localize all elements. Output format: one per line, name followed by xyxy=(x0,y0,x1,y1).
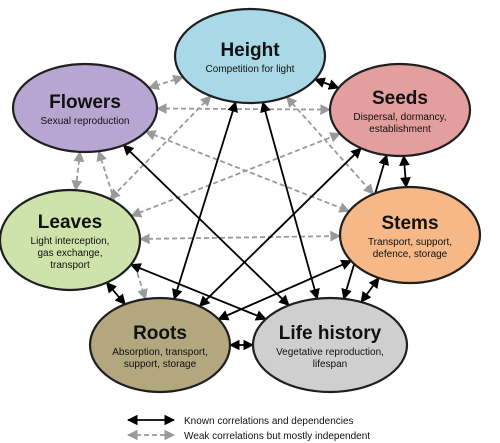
node-height-desc-line: Competition for light xyxy=(206,64,295,75)
node-lifehistory-ellipse xyxy=(251,296,409,394)
weak-link-flowers-stems xyxy=(144,130,351,213)
node-roots-title: Roots xyxy=(133,323,187,344)
weak-link-leaves-seeds xyxy=(130,132,342,218)
weak-link-leaves-stems xyxy=(138,230,342,245)
known-link-height-seeds xyxy=(313,77,340,90)
weak-link-flowers-leaves xyxy=(71,150,85,192)
node-seeds-desc-line: Dispersal, dormancy, xyxy=(353,112,446,123)
node-flowers-desc-line: Sexual reproduction xyxy=(41,116,130,127)
known-link-seeds-stems xyxy=(399,154,411,189)
node-lifehistory-desc-line: Vegetative reproduction, xyxy=(276,347,384,358)
node-stems-ellipse xyxy=(338,185,482,285)
node-flowers-title: Flowers xyxy=(49,92,121,113)
known-links-group xyxy=(105,77,411,351)
node-seeds-title: Seeds xyxy=(372,88,428,109)
weak-link-height-flowers xyxy=(147,74,185,91)
known-link-stems-lifehistory xyxy=(360,277,380,303)
node-flowers-ellipse xyxy=(11,62,159,154)
node-roots-desc-line: Absorption, transport, xyxy=(112,347,208,358)
node-leaves-title: Leaves xyxy=(38,212,102,233)
node-height-title: Height xyxy=(220,40,280,61)
known-link-flowers-lifehistory xyxy=(122,144,290,307)
known-link-roots-leaves xyxy=(105,281,126,306)
node-roots-ellipse xyxy=(88,296,232,394)
node-stems-desc-line: defence, storage xyxy=(373,249,448,260)
node-leaves-ellipse xyxy=(0,188,142,292)
legend-known-label: Known correlations and dependencies xyxy=(184,416,354,427)
node-seeds-ellipse xyxy=(328,62,472,158)
node-lifehistory-desc-line: lifespan xyxy=(313,359,347,370)
node-height-ellipse xyxy=(173,7,327,105)
weak-link-flowers-seeds xyxy=(155,103,332,115)
node-stems-desc-line: Transport, support, xyxy=(368,237,452,248)
legend-weak-label: Weak correlations but mostly independent xyxy=(184,431,370,442)
node-roots-desc-line: support, storage xyxy=(124,359,197,370)
known-link-height-lifehistory xyxy=(260,101,320,300)
known-link-seeds-roots xyxy=(198,147,362,307)
known-link-stems-roots xyxy=(217,259,353,321)
node-seeds-desc-line: establishment xyxy=(369,124,431,135)
node-stems-title: Stems xyxy=(381,213,438,234)
node-leaves-desc-line: Light interception, xyxy=(31,236,110,247)
node-lifehistory-title: Life history xyxy=(279,323,382,344)
known-link-height-roots xyxy=(172,101,238,301)
node-leaves-desc-line: transport xyxy=(50,260,90,271)
node-leaves-desc-line: gas exchange, xyxy=(37,248,102,259)
legend: Known correlations and dependencies Weak… xyxy=(126,414,370,442)
